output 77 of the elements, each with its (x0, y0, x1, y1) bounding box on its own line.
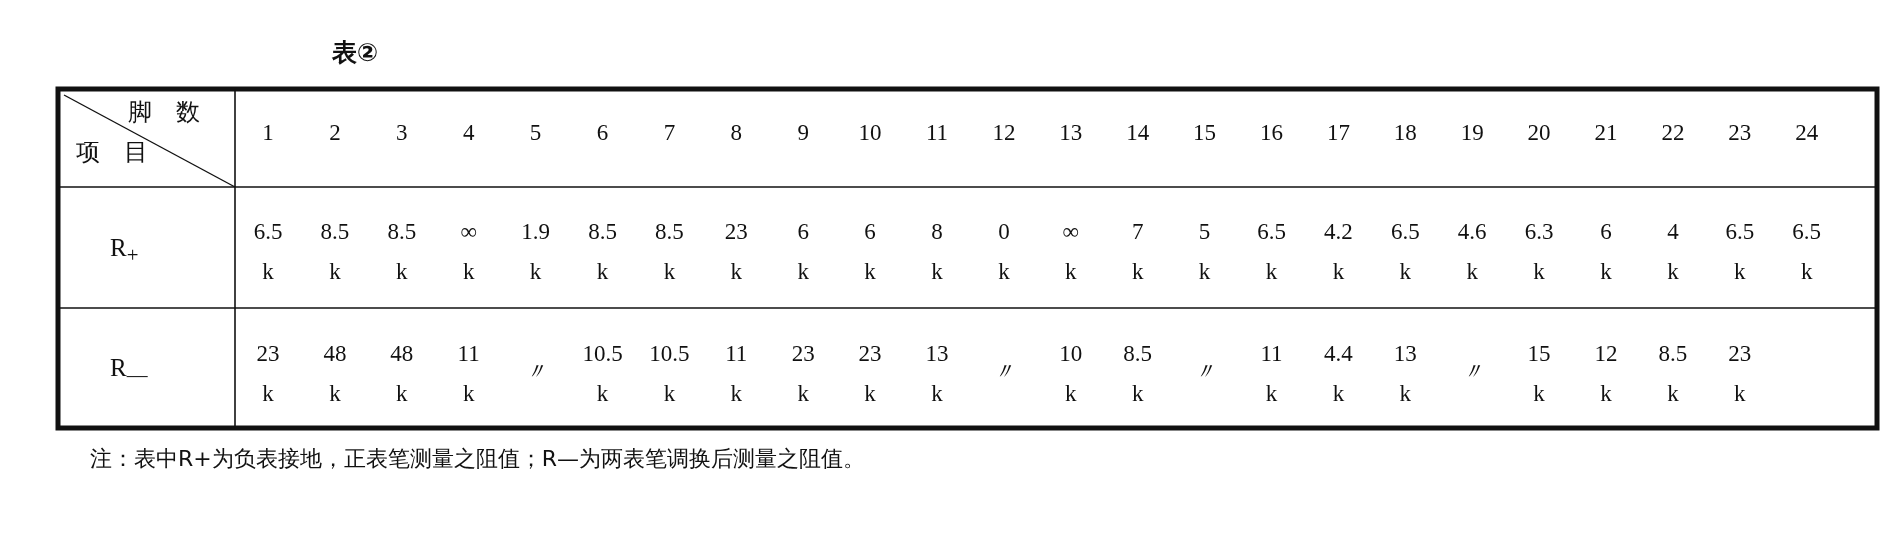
table-cell-text: 5 (528, 119, 543, 147)
table-cell-text: 6.5 k (1389, 218, 1421, 286)
note-text: 注：表中R+为负表接地，正表笔测量之阻值；R—为两表笔调换后测量之阻值。 (90, 448, 865, 470)
table-cell-text: 13 k (924, 340, 950, 408)
table-cell-text: 7 k (1130, 218, 1145, 286)
table-cell-text: 15 k (1526, 340, 1552, 408)
table-cell-text: 6 k (1599, 218, 1613, 286)
table-cell-text: 6.3 k (1523, 218, 1555, 286)
table-cell-text: 19 (1459, 119, 1485, 147)
table-cell-text: ∞ k (459, 218, 478, 286)
table-cell-text: 14 (1125, 119, 1151, 147)
table-cell-text: 8.5 k (587, 218, 618, 286)
header-text: 脚数 (128, 100, 224, 124)
table-cell-text: 12 (991, 119, 1017, 147)
table-cell-text: 6.5 k (1724, 218, 1756, 286)
table-cell-text: 8.5 k (386, 218, 418, 286)
table-cell-text: 6.5 k (1791, 218, 1823, 286)
table-cell-text: 8.5 k (654, 218, 685, 286)
table-cell-text: 〃 (1192, 358, 1218, 386)
table-cell-text: 23 (1727, 119, 1753, 147)
row-header: R$_{—}$ (110, 355, 148, 386)
table-cell-text: 18 (1392, 119, 1418, 147)
table-cell-text: 12 k (1593, 340, 1619, 408)
table-cell-text: 〃 (991, 358, 1017, 386)
table-cell-text: 8 (729, 119, 744, 147)
table-cell-text: 9 (796, 119, 810, 147)
row-header: R$_{+}$ (110, 235, 139, 266)
table-cell-text: 6 (595, 119, 610, 147)
table-cell-text: 11 k (724, 340, 749, 408)
table-cell-text: 23 k (723, 218, 749, 286)
table-cell-text: 23 k (1727, 340, 1753, 408)
table-cell-text: 10.5 k (581, 340, 624, 408)
table-cell-text: 8.5 k (319, 218, 351, 286)
header-text: 项目 (76, 140, 172, 164)
table-cell-text: 11 (924, 119, 950, 147)
table-cell-text: 7 (662, 119, 677, 147)
table-cell-text: 6.5 k (252, 218, 284, 286)
table-cell-text: 8.5 k (1122, 340, 1154, 408)
table-cell-text: 8 k (930, 218, 944, 286)
table-cell-text: 10 k (1058, 340, 1084, 408)
table-cell-text: 4 (461, 119, 476, 147)
table-cell-text: 20 (1526, 119, 1552, 147)
table-cell-text: 24 (1794, 119, 1820, 147)
table-cell-text: 6 k (796, 218, 810, 286)
table-cell-text: 13 (1058, 119, 1084, 147)
table-cell-text: 4.4 k (1323, 340, 1354, 408)
table-cell-text: 15 (1192, 119, 1218, 147)
table-cell-text: 6.5 k (1256, 218, 1287, 286)
table-cell-text: 3 (395, 119, 409, 147)
table-cell-text: 〃 (1459, 358, 1485, 386)
table-cell-text: 16 (1259, 119, 1284, 147)
table-cell-text: 1 (261, 119, 275, 147)
table-cell-text: 4.2 k (1323, 218, 1354, 286)
table-cell-text: 48 k (389, 340, 415, 408)
table-cell-text: 5 k (1197, 218, 1212, 286)
table-cell-text: 48 k (322, 340, 348, 408)
table-cell-text: 13 k (1392, 340, 1418, 408)
table-cell-text: 23 k (255, 340, 281, 408)
table-cell-text: 10 (857, 119, 883, 147)
table-cell-text: 0 k (997, 218, 1011, 286)
table-cell-text: 4.6 k (1456, 218, 1488, 286)
table-cell-text: ∞ k (1061, 218, 1080, 286)
table-title: 表② (332, 40, 379, 65)
table-cell-text: 21 (1593, 119, 1619, 147)
table-cell-text: 11 k (456, 340, 481, 408)
table-cell-text: 6 k (863, 218, 877, 286)
table-cell-text: 〃 (523, 358, 549, 386)
table-cell-text: 2 (328, 119, 342, 147)
table-cell-text: 23 k (790, 340, 816, 408)
table-cell-text: 1.9 k (520, 218, 551, 286)
table-cell-text: 22 (1660, 119, 1686, 147)
table-cell-text: 11 k (1259, 340, 1284, 408)
table-cell-text: 23 k (857, 340, 883, 408)
table-cell-text: 4 k (1666, 218, 1680, 286)
table-cell-text: 10.5 k (648, 340, 691, 408)
table-cell-text: 17 (1325, 119, 1351, 147)
table-cell-text: 8.5 k (1657, 340, 1689, 408)
